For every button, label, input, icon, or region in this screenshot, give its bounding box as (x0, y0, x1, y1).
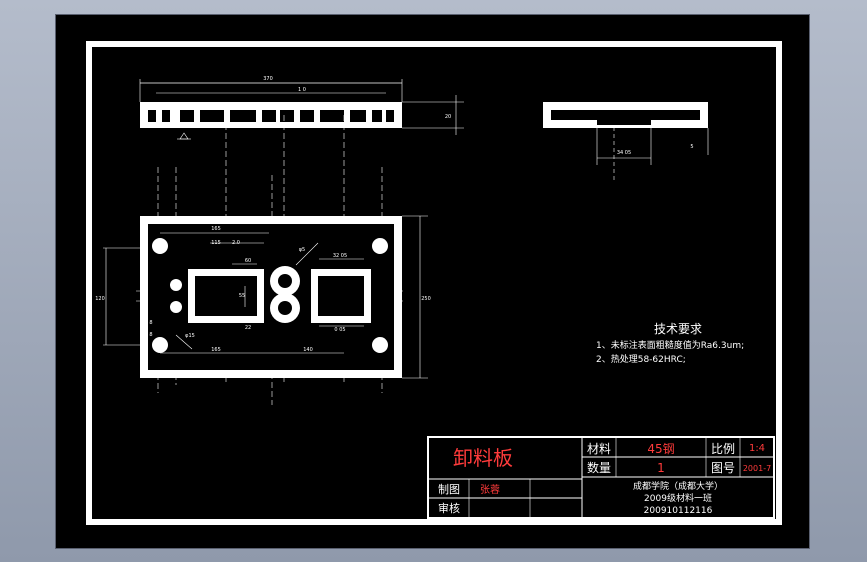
part-name: 卸料板 (453, 446, 513, 470)
student-id: 200910112116 (644, 506, 713, 516)
dim-22: 22 (245, 325, 251, 331)
top-view (139, 79, 464, 140)
tech-req-line-1: 1、未标注表面粗糙度值为Ra6.3um; (596, 339, 744, 351)
drawing-no-label: 图号 (711, 461, 735, 475)
dim-32: 32 05 (333, 253, 347, 259)
material-label: 材料 (587, 442, 611, 456)
dim-top-overall: 370 (263, 76, 273, 82)
engineering-drawing: 370 1 0 20 34 05 5 (86, 41, 782, 525)
qty-value: 1 (657, 461, 665, 475)
dim-165-bottom: 165 (211, 347, 221, 353)
material-value: 45钢 (647, 442, 674, 456)
side-view (543, 102, 709, 180)
dim-phi5: φ5 (299, 247, 305, 253)
front-view (103, 215, 428, 379)
dim-165-top: 165 (211, 226, 221, 232)
dim-top-inner: 1 0 (298, 87, 306, 93)
scale-value: 1:4 (749, 443, 765, 454)
dim-55: 55 (239, 293, 245, 299)
school-name: 成都学院（成都大学） (633, 480, 723, 492)
drawn-label: 制图 (438, 483, 460, 496)
scale-label: 比例 (711, 442, 735, 456)
drawing-no-value: 2001-7 (743, 464, 771, 473)
title-block (427, 436, 775, 519)
cad-viewport[interactable]: 370 1 0 20 34 05 5 (55, 14, 810, 549)
dim-115: 115 (211, 240, 221, 246)
dim-right-side: 5 (690, 144, 693, 150)
dim-2: 2.0 (232, 240, 240, 246)
dim-0-05: 0 05 (334, 327, 345, 333)
tech-req-title: 技术要求 (654, 322, 702, 336)
qty-label: 数量 (587, 460, 611, 475)
drawing-border (86, 41, 782, 525)
drawn-value: 张蓉 (480, 483, 500, 496)
review-label: 审核 (438, 501, 460, 515)
dim-60: 60 (245, 258, 251, 264)
dim-front-height: 250 (421, 296, 431, 302)
dim-8b: 8 (149, 332, 152, 338)
dim-140: 140 (303, 347, 313, 353)
dim-top-height: 20 (445, 114, 451, 120)
dim-phi15: φ15 (185, 333, 195, 339)
class-name: 2009级材料一班 (644, 492, 712, 504)
dim-front-left: 120 (95, 296, 105, 302)
dim-8a: 8 (149, 320, 152, 326)
tech-req-line-2: 2、热处理58-62HRC; (596, 353, 686, 365)
dim-side-width: 34 05 (617, 150, 631, 156)
